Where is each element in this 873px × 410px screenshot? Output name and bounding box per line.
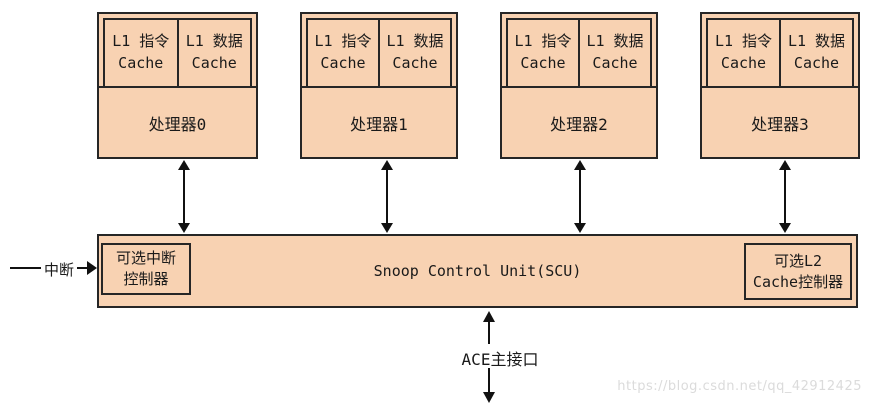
- scu-box: Snoop Control Unit(SCU) 可选中断 控制器 可选L2 Ca…: [97, 234, 858, 308]
- l1-data-cache-box: L1 数据 Cache: [781, 18, 854, 86]
- ace-arrow-down-head-icon: [483, 392, 495, 403]
- processor3-label: 处理器3: [751, 114, 809, 134]
- l1-instruction-cache-label: L1 指令 Cache: [112, 32, 170, 72]
- arrow-up-head-icon: [574, 160, 586, 170]
- arrow-stem: [183, 168, 185, 225]
- ace-arrow-stem: [488, 368, 490, 394]
- processor2-box: L1 指令 Cache L1 数据 Cache 处理器2: [500, 12, 658, 159]
- processor0-box: L1 指令 Cache L1 数据 Cache 处理器0: [97, 12, 258, 159]
- interrupt-controller-box: 可选中断 控制器: [101, 243, 191, 295]
- l1-instruction-cache-label: L1 指令 Cache: [514, 32, 572, 72]
- l1-data-cache-label: L1 数据 Cache: [586, 32, 644, 72]
- processor2-cache-row: L1 指令 Cache L1 数据 Cache: [502, 14, 656, 88]
- arrow-down-head-icon: [574, 223, 586, 233]
- arrow-down-head-icon: [381, 223, 393, 233]
- processor0-scu-arrow-icon: [177, 160, 191, 233]
- l2-cache-controller-label: 可选L2 Cache控制器: [752, 251, 844, 291]
- arrow-stem: [579, 168, 581, 225]
- arrow-up-head-icon: [779, 160, 791, 170]
- arrow-up-head-icon: [178, 160, 190, 170]
- interrupt-line-segment: [10, 267, 41, 269]
- l2-cache-controller-box: 可选L2 Cache控制器: [744, 243, 852, 300]
- l1-data-cache-box: L1 数据 Cache: [178, 18, 252, 86]
- processor1-cache-row: L1 指令 Cache L1 数据 Cache: [302, 14, 456, 88]
- interrupt-arrow-right-head-icon: [87, 261, 97, 275]
- processor3-box: L1 指令 Cache L1 数据 Cache 处理器3: [700, 12, 860, 159]
- l1-data-cache-label: L1 数据 Cache: [386, 32, 444, 72]
- l1-data-cache-box: L1 数据 Cache: [580, 18, 652, 86]
- arrow-stem: [386, 168, 388, 225]
- l1-instruction-cache-box: L1 指令 Cache: [306, 18, 380, 86]
- processor1-scu-arrow-icon: [380, 160, 394, 233]
- scu-label: Snoop Control Unit(SCU): [373, 262, 582, 280]
- interrupt-controller-label: 可选中断 控制器: [115, 249, 176, 288]
- processor1-box: L1 指令 Cache L1 数据 Cache 处理器1: [300, 12, 458, 159]
- arrow-down-head-icon: [779, 223, 791, 233]
- interrupt-label: 中断: [43, 261, 74, 279]
- processor0-cache-row: L1 指令 Cache L1 数据 Cache: [99, 14, 256, 88]
- l1-instruction-cache-box: L1 指令 Cache: [103, 18, 179, 86]
- interrupt-line-segment: [77, 267, 88, 269]
- processor3-scu-arrow-icon: [778, 160, 792, 233]
- arrow-up-head-icon: [381, 160, 393, 170]
- processor2-label: 处理器2: [550, 114, 608, 134]
- l1-instruction-cache-label: L1 指令 Cache: [314, 32, 372, 72]
- arrow-down-head-icon: [178, 223, 190, 233]
- ace-port-label: ACE主接口: [461, 350, 539, 369]
- watermark-text: https://blog.csdn.net/qq_42912425: [617, 379, 862, 394]
- processor3-cache-row: L1 指令 Cache L1 数据 Cache: [702, 14, 858, 88]
- l1-instruction-cache-label: L1 指令 Cache: [714, 32, 773, 72]
- processor1-label: 处理器1: [350, 114, 408, 134]
- l1-data-cache-label: L1 数据 Cache: [787, 32, 846, 72]
- ace-arrow-stem: [488, 320, 490, 344]
- ace-arrow-up-head-icon: [483, 311, 495, 322]
- l1-instruction-cache-box: L1 指令 Cache: [706, 18, 781, 86]
- l1-data-cache-label: L1 数据 Cache: [185, 32, 243, 72]
- l1-instruction-cache-box: L1 指令 Cache: [506, 18, 580, 86]
- processor2-scu-arrow-icon: [573, 160, 587, 233]
- processor0-label: 处理器0: [148, 114, 207, 134]
- l1-data-cache-box: L1 数据 Cache: [380, 18, 452, 86]
- arrow-stem: [784, 168, 786, 225]
